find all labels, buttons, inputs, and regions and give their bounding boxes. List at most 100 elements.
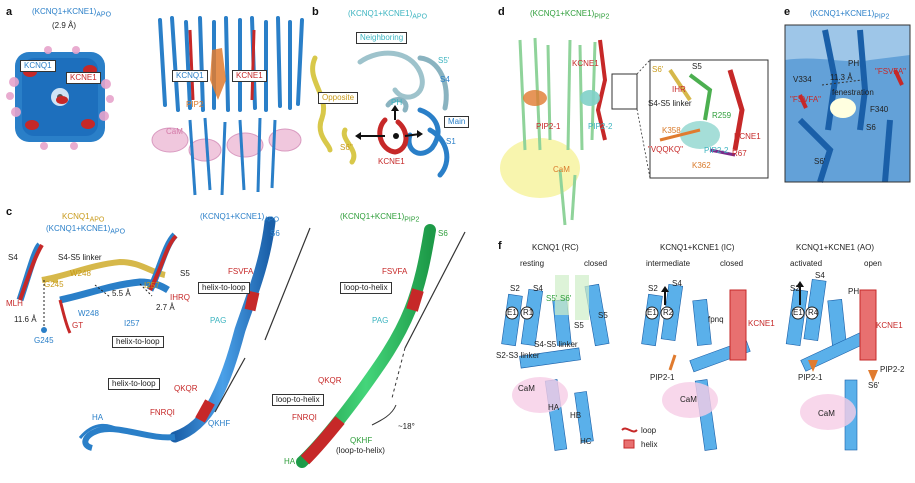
panel-b-s4: S4 <box>440 75 450 84</box>
panel-f-rc-s5: S5 <box>574 321 584 330</box>
panel-d-s4s5-linker: S4-S5 linker <box>648 99 692 108</box>
panel-f-rc-s6: S5 <box>598 311 608 320</box>
panel-f-rc-s5p: S5' <box>546 294 558 303</box>
panel-f-ao-s4: S4 <box>815 271 825 280</box>
panel-f-cartoons <box>501 275 878 451</box>
panel-d-k358: K358 <box>662 126 681 135</box>
panel-d-pip2-1: PIP2-1 <box>536 122 561 131</box>
panel-c-dist-5-5: 5.5 Å <box>112 289 131 298</box>
panel-f-ic-s4: S4 <box>672 279 682 288</box>
panel-c-gt: GT <box>72 321 84 330</box>
panel-d-r67: R67 <box>732 149 747 158</box>
panel-d-r259: R259 <box>712 111 732 120</box>
panel-e-fsvfa-1: "FSVFA" <box>875 67 907 76</box>
panel-d-structure <box>500 37 769 226</box>
panel-c-g245-bot: G245 <box>34 336 54 345</box>
panel-d-vqqkq: "VQQKQ" <box>648 145 684 154</box>
panel-b-s5p: S5' <box>438 56 450 65</box>
panel-a-title-text: (KCNQ1+KCNE1) <box>32 7 97 16</box>
panel-b-ph: PH <box>391 98 403 107</box>
panel-e-fenestration: fenestration <box>832 88 874 97</box>
panel-b-s6pp: S6'' <box>340 143 353 152</box>
panel-f-ic-kcne1: KCNE1 <box>748 319 775 328</box>
panel-d-title-sub: PIP2 <box>594 13 610 21</box>
panel-b-kcne1: KCNE1 <box>378 157 405 166</box>
panel-c-mid-title-sub: APO <box>264 216 280 224</box>
panel-f-rc-s2: S2 <box>510 284 520 293</box>
panel-a-side-structure <box>151 16 304 196</box>
panel-f-rc-s4: S4 <box>533 284 543 293</box>
panel-d-letter: d <box>498 6 505 18</box>
panel-c-s4s5-linker: S4-S5 linker <box>58 253 102 262</box>
panel-f-ic-e1: E1 <box>647 308 657 317</box>
panel-e-dist-11-3: 11.3 Å <box>830 73 853 82</box>
panel-c-mid-qkhf: QKHF <box>208 419 231 428</box>
panel-f-ic-state1: intermediate <box>646 259 691 268</box>
panel-b-opposite: Opposite <box>318 92 359 104</box>
panel-c-right-title: (KCNQ1+KCNE1)PIP2 <box>340 213 419 224</box>
panel-f-ao-kcne1: KCNE1 <box>876 321 903 330</box>
panel-f-rc-hc: HC <box>580 437 592 446</box>
panel-c-s4: S4 <box>8 253 18 262</box>
panel-f-rc-state2: closed <box>584 259 608 268</box>
panel-f-ao-r4: R4 <box>808 308 819 317</box>
panel-d-title: (KCNQ1+KCNE1)PIP2 <box>530 10 609 21</box>
panel-c-dist-2-7: 2.7 Å <box>156 303 175 312</box>
panel-f-ao-title: KCNQ1+KCNE1 (AO) <box>796 243 875 252</box>
panel-c-left-title1: KCNQ1APO <box>62 213 104 224</box>
panel-f-ao-s6p: S6' <box>868 381 880 390</box>
panel-c-ihrq: IHRQ <box>170 293 190 302</box>
panel-a-title-sub: APO <box>96 11 112 19</box>
panel-f-ao-ph: PH <box>848 287 860 296</box>
panel-f-ao-e1: E1 <box>793 308 803 317</box>
panel-c-right-ha: HA <box>284 457 296 466</box>
panel-f-letter: f <box>498 240 502 252</box>
panel-c-left-title2-sub: APO <box>110 228 126 236</box>
panel-d-title-text: (KCNQ1+KCNE1) <box>530 9 595 18</box>
panel-e-title: (KCNQ1+KCNE1)PIP2 <box>810 10 889 21</box>
panel-d-s5: S5 <box>692 62 702 71</box>
panel-c-right-s6: S6 <box>438 229 448 238</box>
panel-f-rc-hb: HB <box>570 411 582 420</box>
panel-f-rc-title: KCNQ1 (RC) <box>532 243 579 252</box>
panel-c-left-helix-to-loop: helix-to-loop <box>112 336 164 348</box>
panel-e-title-text: (KCNQ1+KCNE1) <box>810 9 875 18</box>
panel-f-ic-fpnq: fpnq <box>708 315 724 324</box>
panel-b-title-text: (KCNQ1+KCNE1) <box>348 9 413 18</box>
panel-c-mid-helix <box>78 216 311 451</box>
panel-f-ic-r2: R2 <box>663 308 674 317</box>
panel-c-mid-qkqr: QKQR <box>174 384 198 393</box>
panel-f-ic-cam: CaM <box>680 395 697 404</box>
panel-c-right-fnrqi: FNRQI <box>292 413 317 422</box>
panel-c-mid-title: (KCNQ1+KCNE1)APO <box>200 213 279 224</box>
panel-c-mid-ha: HA <box>92 413 104 422</box>
panel-a-title: (KCNQ1+KCNE1)APO <box>32 8 111 19</box>
panel-e-letter: e <box>784 6 791 18</box>
panel-c-right-fsvfa: FSVFA <box>382 267 408 276</box>
panel-f-ic-s2: S2 <box>648 284 658 293</box>
panel-c-letter: c <box>6 206 13 218</box>
panel-f-ao-state2: open <box>864 259 882 268</box>
panel-c-mid-fsvfa: FSVFA <box>228 267 254 276</box>
panel-c-s5: S5 <box>180 269 190 278</box>
panel-a-kcne1-left: KCNE1 <box>66 72 101 84</box>
panel-d-pip2-2: PIP2-2 <box>588 122 613 131</box>
panel-d-s6p: S6' <box>652 65 664 74</box>
panel-c-right-loop-to-helix-2: loop-to-helix <box>272 394 324 406</box>
panel-d-k362: K362 <box>692 161 711 170</box>
panel-c-i257-top: I257 <box>144 281 160 290</box>
panel-a-letter: a <box>6 6 13 18</box>
panel-c-linker-overlay <box>16 232 178 334</box>
panel-c-left-title2: (KCNQ1+KCNE1)APO <box>46 225 125 236</box>
panel-a-kcne1-right: KCNE1 <box>232 70 267 82</box>
panel-b-title-sub: APO <box>412 13 428 21</box>
panel-a-pip2: PIP2 <box>186 100 204 109</box>
panel-f-legend-loop: loop <box>641 426 657 435</box>
panel-f-rc-r1: R1 <box>523 308 534 317</box>
panel-e-title-sub: PIP2 <box>874 13 890 21</box>
panel-c-w248-mid: W248 <box>78 309 99 318</box>
panel-c-i257-bot: I257 <box>124 319 140 328</box>
panel-e-ph: PH <box>848 59 860 68</box>
panel-f-ic-state2: closed <box>720 259 744 268</box>
